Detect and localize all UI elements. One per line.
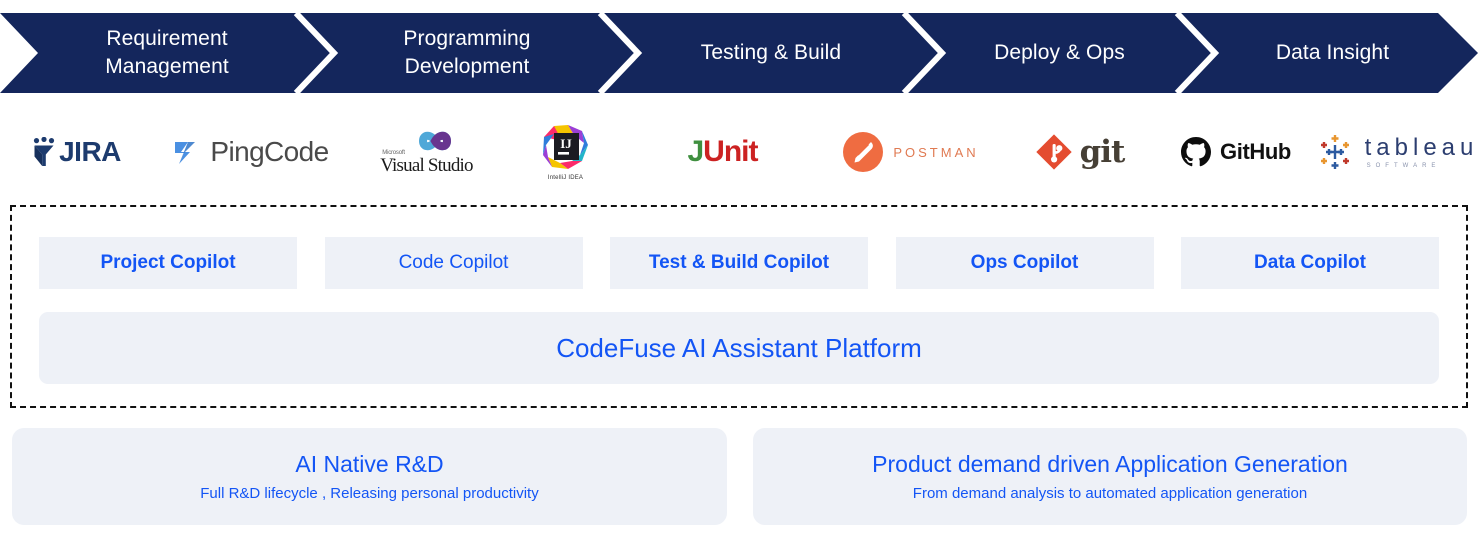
outcome-card-subtitle: From demand analysis to automated applic…	[912, 485, 1308, 502]
junit-wordmark-j: J	[687, 135, 704, 168]
visual-studio-wordmark: Visual Studio	[380, 155, 473, 176]
codefuse-platform-container: Project Copilot Code Copilot Test & Buil…	[10, 205, 1468, 408]
tableau-wordmark: tableau	[1364, 133, 1478, 161]
git-logo-icon	[1035, 134, 1072, 170]
pingcode-wordmark: PingCode	[210, 136, 329, 167]
copilot-label: Code Copilot	[398, 252, 509, 273]
copilot-label: Project Copilot	[100, 252, 236, 273]
junit-wordmark: JUnit	[687, 135, 758, 169]
copilot-label: Ops Copilot	[970, 252, 1079, 273]
visual-studio-infinity-icon	[419, 131, 452, 151]
logo-cell-pingcode[interactable]: PingCode	[152, 112, 348, 192]
jira-logo-icon	[33, 137, 55, 166]
git-wordmark: git	[1079, 134, 1126, 170]
outcome-card-application-generation[interactable]: Product demand driven Application Genera…	[753, 428, 1467, 525]
outcome-card-ai-native-rd[interactable]: AI Native R&D Full R&D lifecycle , Relea…	[12, 428, 727, 525]
copilot-box-project[interactable]: Project Copilot	[39, 237, 297, 289]
tool-logo-strip: JIRA PingCode Microsoft Visual Studio	[0, 112, 1478, 192]
logo-cell-github[interactable]: GitHub	[1156, 112, 1315, 192]
logo-cell-tableau[interactable]: tableau SOFTWARE	[1315, 112, 1478, 192]
outcome-card-title: Product demand driven Application Genera…	[872, 451, 1348, 477]
copilot-label: Data Copilot	[1254, 252, 1366, 273]
tableau-subtext: SOFTWARE	[1366, 162, 1441, 169]
tableau-logo-icon	[1320, 135, 1349, 169]
jira-wordmark: JIRA	[59, 136, 121, 167]
github-logo-icon	[1181, 137, 1212, 167]
copilot-box-code[interactable]: Code Copilot	[324, 237, 583, 289]
copilot-box-ops[interactable]: Ops Copilot	[895, 237, 1154, 289]
intellij-idea-caption: IntelliJ IDEA	[547, 175, 584, 181]
outcome-card-subtitle: Full R&D lifecycle , Releasing personal …	[200, 485, 539, 502]
github-wordmark: GitHub	[1220, 139, 1291, 164]
intellij-idea-logo-icon: IJ	[542, 125, 588, 169]
outcome-card-row: AI Native R&D Full R&D lifecycle , Relea…	[12, 428, 1467, 525]
logo-cell-junit[interactable]: JUnit	[626, 112, 819, 192]
copilot-label: Test & Build Copilot	[648, 252, 830, 273]
outcome-card-title: AI Native R&D	[295, 451, 444, 477]
copilot-row: Project Copilot Code Copilot Test & Buil…	[39, 237, 1439, 289]
postman-wordmark: POSTMAN	[893, 144, 979, 160]
pingcode-logo-icon	[175, 142, 196, 164]
postman-logo-icon	[843, 132, 884, 172]
logo-cell-postman[interactable]: POSTMAN	[819, 112, 1002, 192]
stage-banner-shape	[0, 13, 1478, 93]
stage-banner	[0, 13, 1478, 93]
logo-cell-git[interactable]: git	[1002, 112, 1156, 192]
codefuse-platform-label: CodeFuse AI Assistant Platform	[556, 332, 922, 363]
copilot-box-test-build[interactable]: Test & Build Copilot	[610, 237, 868, 289]
svg-text:IJ: IJ	[560, 136, 572, 151]
logo-cell-intellij-idea[interactable]: IJ IntelliJ IDEA	[505, 112, 626, 192]
logo-cell-jira[interactable]: JIRA	[0, 112, 152, 192]
visual-studio-microsoft-label: Microsoft	[382, 150, 405, 156]
junit-wordmark-unit: Unit	[703, 135, 758, 168]
codefuse-platform-bar[interactable]: CodeFuse AI Assistant Platform	[39, 312, 1439, 384]
copilot-box-data[interactable]: Data Copilot	[1181, 237, 1439, 289]
logo-cell-visual-studio[interactable]: Microsoft Visual Studio	[348, 112, 505, 192]
